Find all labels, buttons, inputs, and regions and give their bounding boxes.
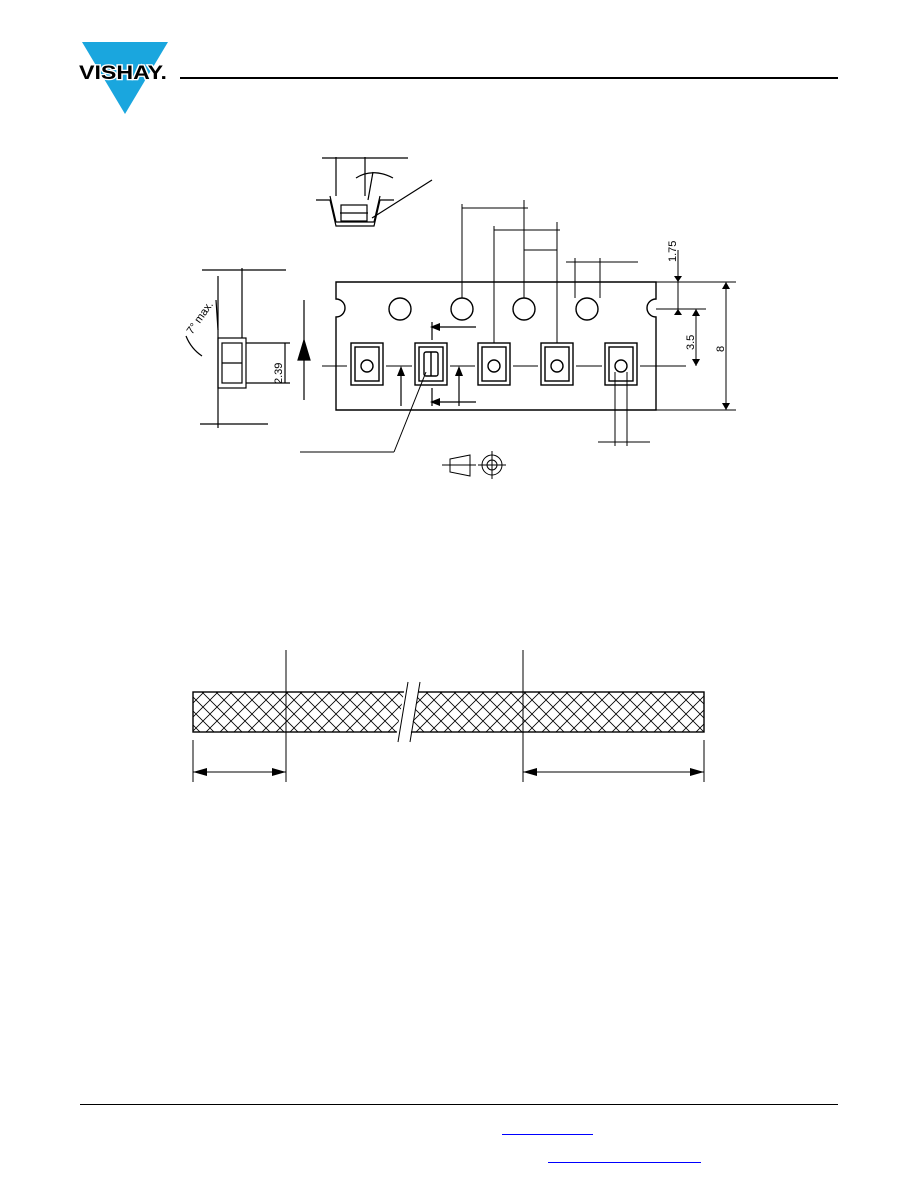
pocket-with-component (414, 342, 448, 386)
footer-link-underline[interactable] (548, 1162, 701, 1163)
footer-rule (80, 1104, 838, 1105)
leader-trailer-tape (192, 681, 705, 743)
pocket (477, 342, 511, 386)
pocket (540, 342, 574, 386)
header-rule (180, 77, 838, 79)
leader-line (300, 371, 427, 453)
right-dimensions (656, 250, 736, 411)
vishay-logo: VISHAY. (78, 42, 168, 114)
sprocket-offset-label: 1.75 (667, 241, 679, 262)
sprocket-hole (575, 297, 599, 321)
hole-diameter-dimension (598, 372, 650, 446)
feed-direction-arrow (297, 300, 311, 400)
sprocket-hole (512, 297, 536, 321)
sprocket-hole (450, 297, 474, 321)
pitch-dimensions (461, 200, 638, 343)
pocket (350, 342, 384, 386)
tape-length-dimensions (192, 650, 705, 782)
projection-symbol (442, 451, 506, 479)
logo-triangle (82, 42, 168, 114)
pocket-center-label: 3.5 (685, 335, 697, 350)
draft-angle-label: 7° max. (185, 299, 216, 337)
pockets (350, 342, 638, 386)
footer-link-underline[interactable] (502, 1134, 593, 1135)
arrowheads (397, 323, 463, 406)
tape-width-label: 8 (715, 346, 727, 352)
logo-text: VISHAY. (79, 63, 167, 84)
side-view (185, 268, 290, 428)
pocket (604, 342, 638, 386)
carrier-tape (335, 281, 657, 411)
sprocket-hole (388, 297, 412, 321)
component-height-label: 2.39 (273, 363, 285, 384)
pocket-cross-section (316, 157, 433, 227)
